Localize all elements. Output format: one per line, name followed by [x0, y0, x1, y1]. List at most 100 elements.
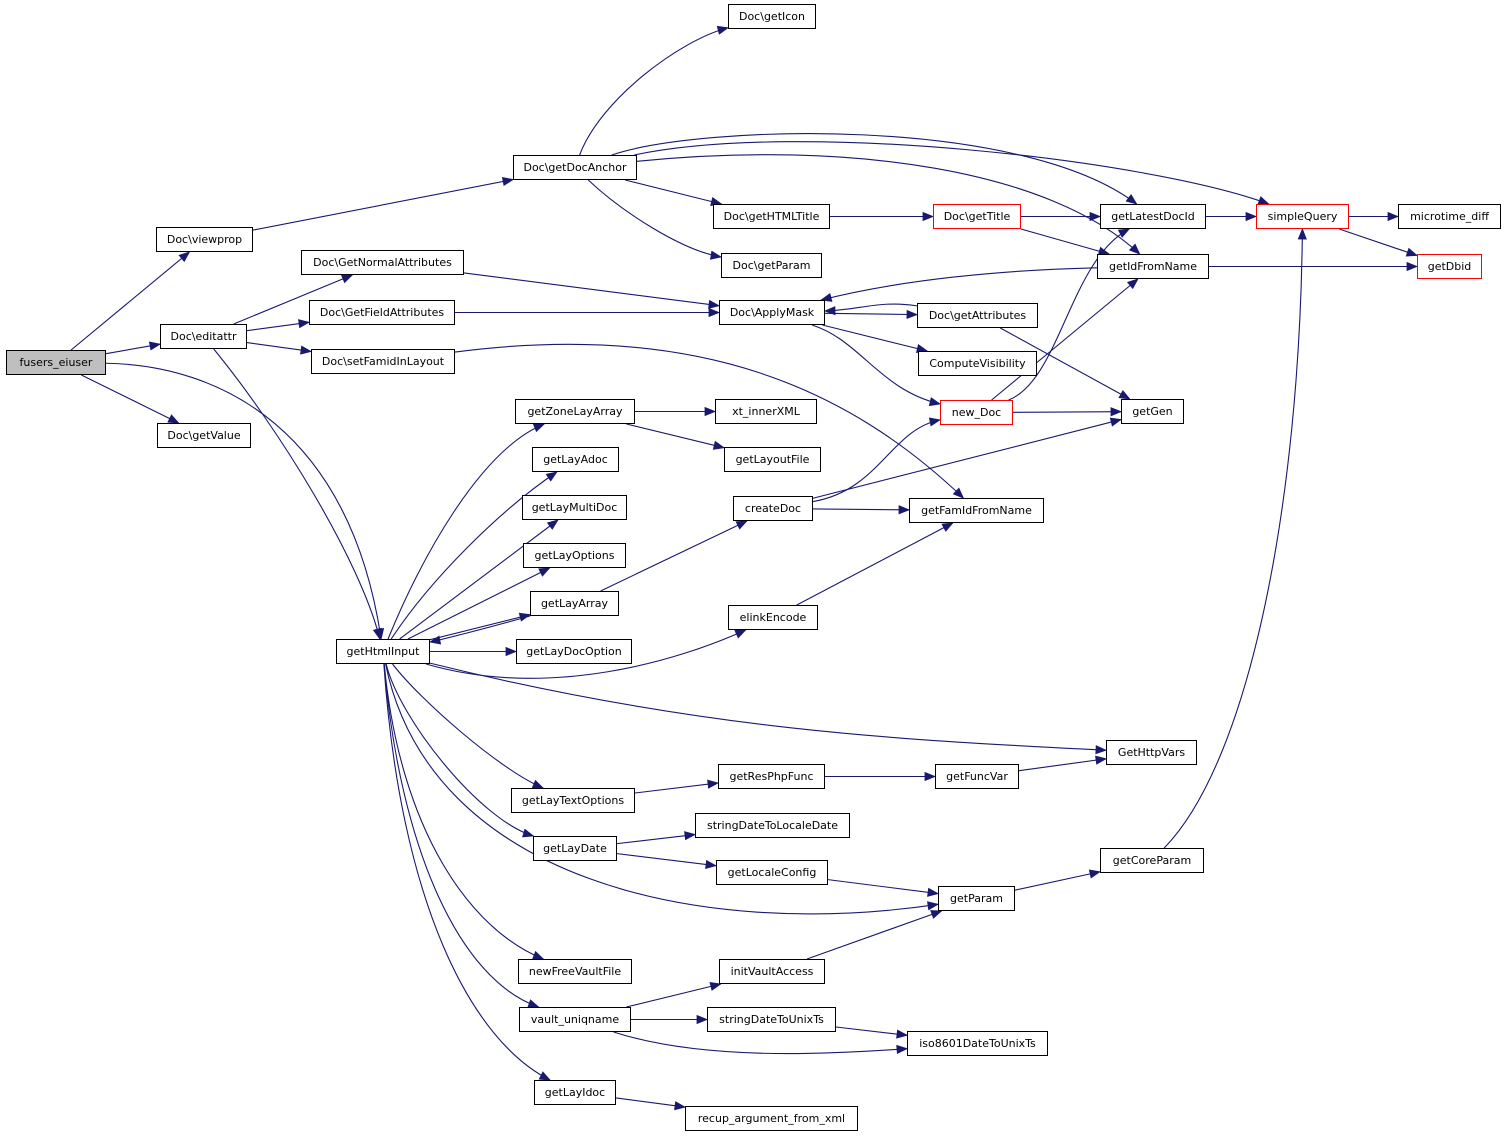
node-get-core-param[interactable]: getCoreParam: [1100, 848, 1204, 873]
node-get-locale-config[interactable]: getLocaleConfig: [716, 860, 828, 885]
arrowhead-getDocAnchor: [501, 177, 515, 187]
node-get-zone-lay-array[interactable]: getZoneLayArray: [515, 399, 635, 424]
arrowhead-getFamIdFromName: [952, 487, 965, 499]
node-elink-encode[interactable]: elinkEncode: [728, 605, 818, 630]
node-set-famid-in-layout[interactable]: Doc\setFamidInLayout: [311, 349, 455, 374]
edge-getLayTextOptions-to-getResPhpFunc: [634, 782, 719, 794]
arrowhead-getFieldAttributes: [298, 319, 311, 329]
node-get-lay-array[interactable]: getLayArray: [530, 591, 619, 616]
node-editattr[interactable]: Doc\editattr: [160, 324, 247, 349]
node-microtime-diff[interactable]: microtime_diff: [1398, 204, 1501, 229]
node-get-lay-idoc[interactable]: getLayIdoc: [534, 1080, 616, 1105]
arrowhead-getLayIdoc: [538, 1071, 551, 1081]
node-get-title[interactable]: Doc\getTitle: [933, 204, 1021, 229]
node-get-param[interactable]: getParam: [938, 886, 1015, 911]
edge-elinkEncode-to-getFamIdFromName: [796, 522, 953, 606]
arrowhead-microtimeDiff: [1387, 211, 1400, 222]
arrowhead-getHttpVars: [1095, 755, 1108, 765]
edge-getDocAnchor-to-simpleQuery: [634, 141, 1269, 205]
node-get-layout-file[interactable]: getLayoutFile: [724, 447, 821, 472]
arrowhead-getLayOptions: [538, 567, 551, 577]
arrowhead-getLayDate: [522, 828, 535, 838]
arrowhead-getTitle: [922, 211, 935, 222]
node-init-vault-access[interactable]: initVaultAccess: [719, 959, 825, 984]
node-xt-inner-x-m-l[interactable]: xt_innerXML: [715, 399, 817, 424]
edge-getIdFromName-to-applyMask: [821, 267, 1098, 301]
arrowhead-newDoc: [928, 417, 942, 427]
node-get-fam-id-from-name[interactable]: getFamIdFromName: [909, 498, 1044, 523]
arrowhead-setFamidInLayout: [300, 345, 313, 355]
node-get-lay-multi-doc[interactable]: getLayMultiDoc: [522, 495, 627, 520]
arrowhead-newDoc: [928, 397, 942, 407]
edge-stringDateToUnixTs-to-iso8601DateToUnixTs: [835, 1026, 908, 1036]
node-recup-argument-from-xml[interactable]: recup_argument_from_xml: [685, 1106, 858, 1131]
node-get-icon[interactable]: Doc\getIcon: [728, 4, 816, 29]
arrowhead-iso8601DateToUnixTs: [896, 1029, 909, 1039]
node-compute-visibility[interactable]: ComputeVisibility: [918, 351, 1037, 376]
node-doc-get-param[interactable]: Doc\getParam: [721, 253, 822, 278]
node-get-normal-attributes[interactable]: Doc\GetNormalAttributes: [301, 250, 464, 275]
node-vault-uniqname[interactable]: vault_uniqname: [519, 1007, 631, 1032]
node-viewprop[interactable]: Doc\viewprop: [156, 227, 253, 252]
node-new-doc[interactable]: new_Doc: [940, 400, 1013, 425]
arrowhead-getIdFromName: [1128, 243, 1141, 255]
node-get-value[interactable]: Doc\getValue: [157, 423, 251, 448]
arrowhead-getLatestDocId: [1089, 211, 1102, 222]
edge-viewprop-to-getDocAnchor: [252, 179, 514, 231]
edge-getDocAnchor-to-getLatestDocId: [611, 133, 1137, 205]
arrowhead-getParam: [930, 910, 943, 919]
edge-newDoc-to-getLatestDocId: [1008, 228, 1130, 401]
node-get-func-var[interactable]: getFuncVar: [935, 764, 1019, 789]
node-get-latest-doc-id[interactable]: getLatestDocId: [1100, 204, 1206, 229]
node-apply-mask[interactable]: Doc\ApplyMask: [719, 300, 825, 325]
node-get-attributes[interactable]: Doc\getAttributes: [917, 303, 1038, 328]
arrowhead-getParam: [927, 901, 940, 911]
arrowhead-applyMask: [823, 306, 836, 316]
node-get-lay-date[interactable]: getLayDate: [533, 836, 617, 861]
edge-getLayDate-to-getLocaleConfig: [616, 853, 717, 867]
node-fusers-eiuser[interactable]: fusers_eiuser: [6, 350, 106, 375]
node-get-dbid[interactable]: getDbid: [1417, 254, 1482, 279]
node-new-free-vault-file[interactable]: newFreeVaultFile: [518, 959, 632, 984]
node-get-lay-doc-option[interactable]: getLayDocOption: [516, 639, 632, 664]
edge-getLayDate-to-stringDateToLocaleDate: [616, 833, 696, 845]
edge-initVaultAccess-to-getParam: [806, 910, 942, 960]
node-get-res-php-func[interactable]: getResPhpFunc: [718, 764, 825, 789]
arrowhead-getGen: [1109, 417, 1123, 427]
arrowhead-applyMask: [708, 307, 721, 318]
arrowhead-stringDateToUnixTs: [696, 1014, 709, 1025]
node-get-id-from-name[interactable]: getIdFromName: [1097, 254, 1209, 279]
edge-getHtmlInput-to-getLayDate: [385, 663, 534, 837]
arrowhead-getResPhpFunc: [707, 779, 720, 789]
arrowhead-recupArgumentFromXml: [674, 1101, 687, 1111]
arrowhead-simpleQuery: [1297, 227, 1307, 240]
node-get-lay-options[interactable]: getLayOptions: [523, 543, 626, 568]
edge-vaultUniqname-to-iso8601DateToUnixTs: [613, 1031, 908, 1055]
edge-getAttributes-to-applyMask: [824, 303, 918, 312]
edge-getHtmlInput-to-newFreeVaultFile: [383, 663, 544, 960]
node-string-date-to-unix-ts[interactable]: stringDateToUnixTs: [707, 1007, 836, 1032]
arrowhead-iso8601DateToUnixTs: [896, 1044, 909, 1054]
node-get-http-vars[interactable]: GetHttpVars: [1106, 740, 1197, 765]
node-get-lay-text-options[interactable]: getLayTextOptions: [511, 788, 635, 813]
arrowhead-getFamIdFromName: [941, 522, 954, 532]
node-simple-query[interactable]: simpleQuery: [1256, 204, 1349, 229]
edge-getHtmlInput-to-getLayOptions: [407, 567, 550, 640]
node-get-html-input[interactable]: getHtmlInput: [336, 639, 430, 664]
node-iso8601-date-to-unix-ts[interactable]: iso8601DateToUnixTs: [907, 1031, 1048, 1056]
edge-createDoc-to-getGen: [812, 419, 1122, 499]
arrowhead-getDbid: [1405, 247, 1419, 257]
node-get-gen[interactable]: getGen: [1121, 399, 1184, 424]
node-string-date-to-locale-date[interactable]: stringDateToLocaleDate: [695, 813, 850, 838]
arrowhead-stringDateToLocaleDate: [684, 831, 697, 841]
arrowhead-getLatestDocId: [1125, 194, 1138, 205]
edge-getLayIdoc-to-recupArgumentFromXml: [615, 1097, 686, 1108]
edge-getHtmlInput-to-getLayTextOptions: [392, 663, 544, 789]
node-get-doc-anchor[interactable]: Doc\getDocAnchor: [513, 155, 637, 180]
node-get-h-t-m-l-title[interactable]: Doc\getHTMLTitle: [713, 204, 830, 229]
node-get-field-attributes[interactable]: Doc\GetFieldAttributes: [309, 300, 455, 325]
arrowhead-getLayDocOption: [505, 646, 518, 657]
node-create-doc[interactable]: createDoc: [733, 496, 813, 521]
node-get-lay-adoc[interactable]: getLayAdoc: [532, 447, 619, 472]
arrowhead-getParam: [927, 887, 940, 897]
